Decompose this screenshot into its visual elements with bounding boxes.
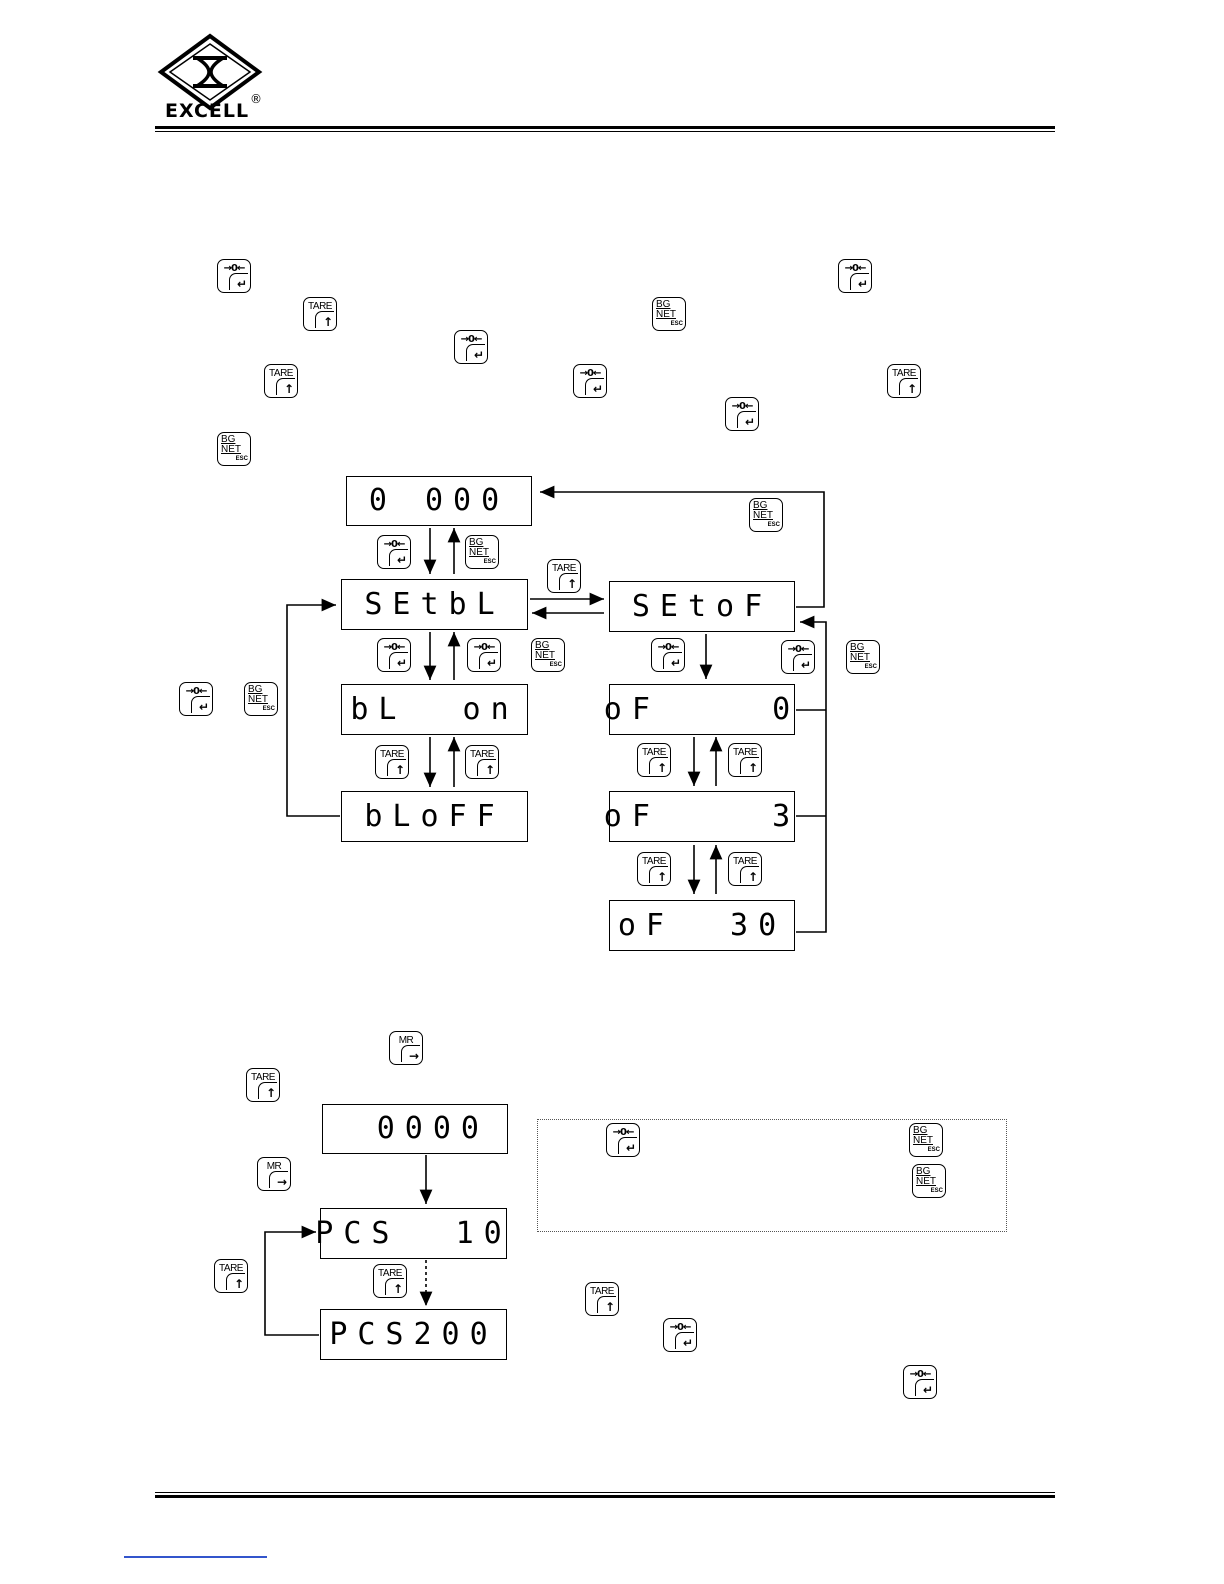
zero-enter-key-icon: →0←↵ <box>781 640 815 674</box>
tare-up-key-icon: TARE↑ <box>637 743 671 777</box>
tare-up-key-icon: TARE↑ <box>465 745 499 779</box>
display-bl-on: bL on <box>341 684 528 735</box>
tare-up-key-icon: TARE↑ <box>728 852 762 886</box>
display-setbl: SEtbL <box>341 579 528 630</box>
footer-link-underline <box>124 1556 267 1558</box>
header-rule-thick <box>155 126 1055 129</box>
tare-up-key-icon: TARE↑ <box>264 364 298 398</box>
tare-up-key-icon: TARE↑ <box>303 297 337 331</box>
zero-enter-key-icon: →0←↵ <box>217 259 251 293</box>
tare-up-key-icon: TARE↑ <box>585 1282 619 1316</box>
registered-mark: ® <box>250 92 262 106</box>
note-box <box>537 1119 1007 1232</box>
brand-name: EXCELL <box>165 100 250 122</box>
tare-up-key-icon: TARE↑ <box>887 364 921 398</box>
zero-enter-key-icon: →0←↵ <box>663 1318 697 1352</box>
mr-right-key-icon: MR→ <box>257 1157 291 1191</box>
tare-up-key-icon: TARE↑ <box>728 743 762 777</box>
display-of-3: oF 3 <box>604 791 795 842</box>
tare-up-key-icon: TARE↑ <box>246 1068 280 1102</box>
mr-right-key-icon: MR→ <box>389 1031 423 1065</box>
display-of-30: oF 30 <box>609 900 795 951</box>
tare-up-key-icon: TARE↑ <box>547 559 581 593</box>
tare-up-key-icon: TARE↑ <box>375 745 409 779</box>
display-zero-reading-2: 0000 <box>322 1104 508 1154</box>
display-bloff: bLoFF <box>341 791 528 842</box>
zero-enter-key-icon: →0←↵ <box>377 638 411 672</box>
tare-up-key-icon: TARE↑ <box>214 1259 248 1293</box>
zero-enter-key-icon: →0←↵ <box>903 1365 937 1399</box>
display-pcs-200: PCS200 <box>320 1309 507 1360</box>
footer-rule-thick <box>155 1495 1055 1498</box>
zero-enter-key-icon: →0←↵ <box>651 638 685 672</box>
tare-up-key-icon: TARE↑ <box>373 1264 407 1298</box>
zero-enter-key-icon: →0←↵ <box>725 397 759 431</box>
display-of-0: oF 0 <box>604 684 795 735</box>
zero-enter-key-icon: →0←↵ <box>179 682 213 716</box>
tare-up-key-icon: TARE↑ <box>637 852 671 886</box>
zero-enter-key-icon: →0←↵ <box>377 535 411 569</box>
display-zero-reading: 0 000 <box>346 476 532 526</box>
display-setof: SEtoF <box>609 581 795 632</box>
zero-enter-key-icon: →0←↵ <box>606 1123 640 1157</box>
header-rule-thin <box>155 131 1055 132</box>
zero-enter-key-icon: →0←↵ <box>467 638 501 672</box>
zero-enter-key-icon: →0←↵ <box>838 259 872 293</box>
footer-rule-thin <box>155 1492 1055 1493</box>
display-pcs-10: PCS 10 <box>315 1208 507 1259</box>
zero-enter-key-icon: →0←↵ <box>573 364 607 398</box>
zero-enter-key-icon: →0←↵ <box>454 330 488 364</box>
excell-logo <box>157 33 263 111</box>
